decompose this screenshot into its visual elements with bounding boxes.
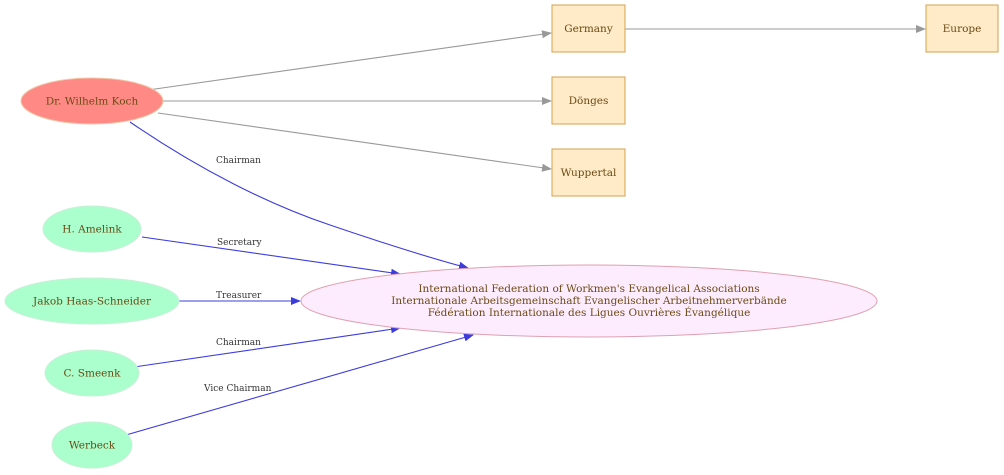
edge-koch-wuppertal: [157, 112, 552, 172]
node-wuppertal[interactable]: Wuppertal: [551, 148, 626, 197]
node-amelink[interactable]: H. Amelink: [42, 205, 142, 253]
edge-amelink-org: [141, 236, 401, 277]
edge-werbeck-org: [125, 333, 474, 436]
node-koch[interactable]: Dr. Wilhelm Koch: [20, 77, 164, 125]
node-label-europe: Europe: [943, 23, 982, 35]
edge-label-koch-org: Chairman: [216, 156, 261, 166]
node-europe[interactable]: Europe: [925, 4, 999, 53]
node-label-werbeck: Werbeck: [69, 440, 116, 452]
node-label-amelink: H. Amelink: [62, 224, 122, 236]
node-donges[interactable]: Dönges: [551, 76, 626, 125]
edge-koch-germany: [147, 30, 552, 91]
edge-label-smeenk-org: Chairman: [216, 338, 261, 348]
node-label-org-line3: Fédération Internationale des Ligues Ouv…: [428, 305, 751, 319]
node-germany[interactable]: Germany: [551, 4, 626, 53]
node-haas[interactable]: Jakob Haas-Schneider: [4, 277, 180, 325]
node-label-org-line1: International Federation of Workmen's Ev…: [418, 283, 759, 295]
node-werbeck[interactable]: Werbeck: [51, 421, 133, 469]
node-label-org-line2: Internationale Arbeitsgemeinschaft Evang…: [391, 295, 786, 307]
node-organization[interactable]: International Federation of Workmen's Ev…: [300, 264, 878, 338]
edge-smeenk-org: [133, 325, 401, 368]
node-label-wuppertal: Wuppertal: [561, 167, 617, 179]
edge-label-werbeck-org: Vice Chairman: [203, 384, 272, 394]
edge-label-amelink-org: Secretary: [217, 238, 262, 248]
node-smeenk[interactable]: C. Smeenk: [44, 349, 140, 397]
edge-label-haas-org: Treasurer: [216, 291, 262, 301]
node-label-haas: Jakob Haas-Schneider: [32, 296, 152, 308]
edge-koch-org: [129, 121, 469, 270]
node-label-smeenk: C. Smeenk: [63, 368, 121, 380]
node-label-germany: Germany: [564, 23, 613, 35]
node-label-koch: Dr. Wilhelm Koch: [46, 96, 139, 108]
node-label-donges: Dönges: [569, 95, 609, 107]
